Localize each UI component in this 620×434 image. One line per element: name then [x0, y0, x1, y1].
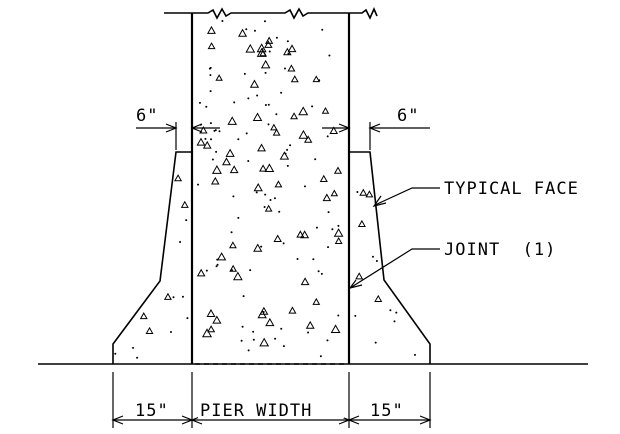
concrete-aggregate-fill: [114, 20, 416, 359]
left-offset-label: 6": [136, 106, 158, 126]
right-offset-dimension: 6": [322, 106, 430, 150]
typical-face-label: TYPICAL FACE: [444, 179, 579, 199]
right-width-label: 15": [370, 401, 404, 421]
typical-face-callout: TYPICAL FACE: [372, 179, 579, 207]
joint-label: JOINT (1): [444, 240, 556, 260]
right-offset-label: 6": [397, 106, 419, 126]
pier-column: [164, 7, 378, 365]
pier-width-label: PIER WIDTH: [200, 401, 312, 421]
right-collar: [349, 151, 431, 364]
bottom-dimensions: 15" PIER WIDTH 15": [111, 372, 432, 428]
left-collar: [112, 151, 192, 364]
left-offset-dimension: 6": [136, 106, 220, 150]
left-width-label: 15": [135, 401, 169, 421]
joint-callout: JOINT (1): [348, 240, 556, 289]
